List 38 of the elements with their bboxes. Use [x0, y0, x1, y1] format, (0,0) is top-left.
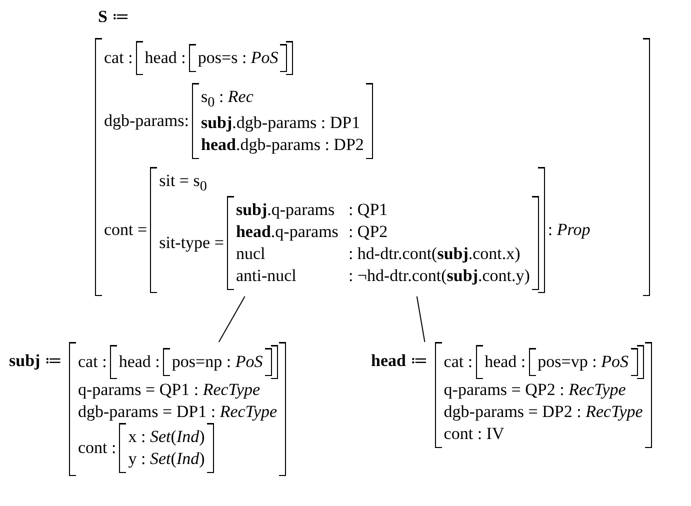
feature-text: pos=s : PoS: [196, 47, 280, 70]
feature-text: : QP1: [347, 199, 389, 221]
feature-text: head.dgb-params : DP2: [200, 134, 365, 156]
feature-text: cont :: [77, 437, 118, 460]
avm-heading: S ≔: [97, 6, 130, 28]
feature-text: dgb-params = DP1 : RecType: [77, 401, 278, 424]
avm-heading: subj ≔: [8, 350, 64, 372]
feature-text: head :: [118, 351, 161, 373]
feature-text: sit-type =: [158, 232, 225, 254]
feature-text: q-params = QP2 : RecType: [442, 379, 627, 402]
feature-text: dgb-params = DP2 : RecType: [442, 401, 644, 424]
feature-text: : hd-dtr.cont(subj.cont.x): [347, 243, 522, 266]
feature-text: subj.q-params: [234, 199, 336, 221]
feature-text: cat :: [103, 47, 134, 70]
feature-text: subj.dgb-params : DP1: [200, 112, 362, 134]
feature-text: dgb-params:: [103, 110, 190, 132]
feature-text: s$_{0}$ : Rec: [200, 86, 254, 112]
feature-text: head :: [144, 47, 187, 70]
feature-text: x : Set(Ind): [127, 426, 206, 448]
feature-text: cont : IV: [442, 423, 506, 446]
feature-text: cat :: [77, 351, 108, 373]
feature-text: y : Set(Ind): [127, 448, 206, 470]
feature-text: : QP2: [347, 221, 389, 244]
feature-text: q-params = QP1 : RecType: [77, 379, 262, 402]
feature-text: pos=vp : PoS: [536, 351, 630, 373]
feature-text: sit = s$_{0}$: [158, 170, 208, 196]
feature-text: pos=np : PoS: [170, 351, 264, 373]
tree-branch-line: [416, 296, 426, 342]
feature-text: : Prop: [546, 219, 592, 242]
feature-text: cont =: [103, 219, 148, 242]
tree-branch-line: [218, 296, 246, 342]
feature-text: cat :: [442, 351, 474, 373]
avm-heading: head ≔: [370, 350, 429, 372]
feature-text: nucl: [234, 243, 266, 266]
feature-text: : ¬hd-dtr.cont(subj.cont.y): [347, 265, 531, 288]
feature-text: head :: [484, 351, 527, 373]
feature-text: head.q-params: [234, 221, 340, 244]
feature-text: anti-nucl: [234, 265, 298, 288]
